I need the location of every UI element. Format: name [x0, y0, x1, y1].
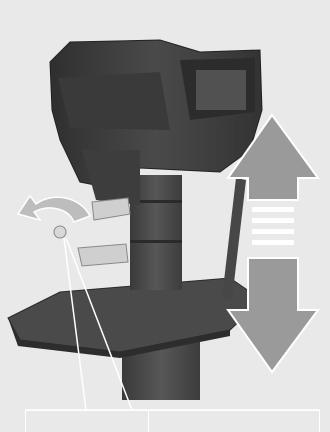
callout-label-box	[25, 410, 320, 432]
lower-clamp-lever	[78, 244, 128, 266]
clamp-knob	[54, 226, 66, 238]
column-seam-lower	[130, 240, 182, 243]
head-opening	[196, 70, 246, 110]
callout-divider	[148, 410, 149, 432]
head-front-panel	[58, 72, 170, 130]
